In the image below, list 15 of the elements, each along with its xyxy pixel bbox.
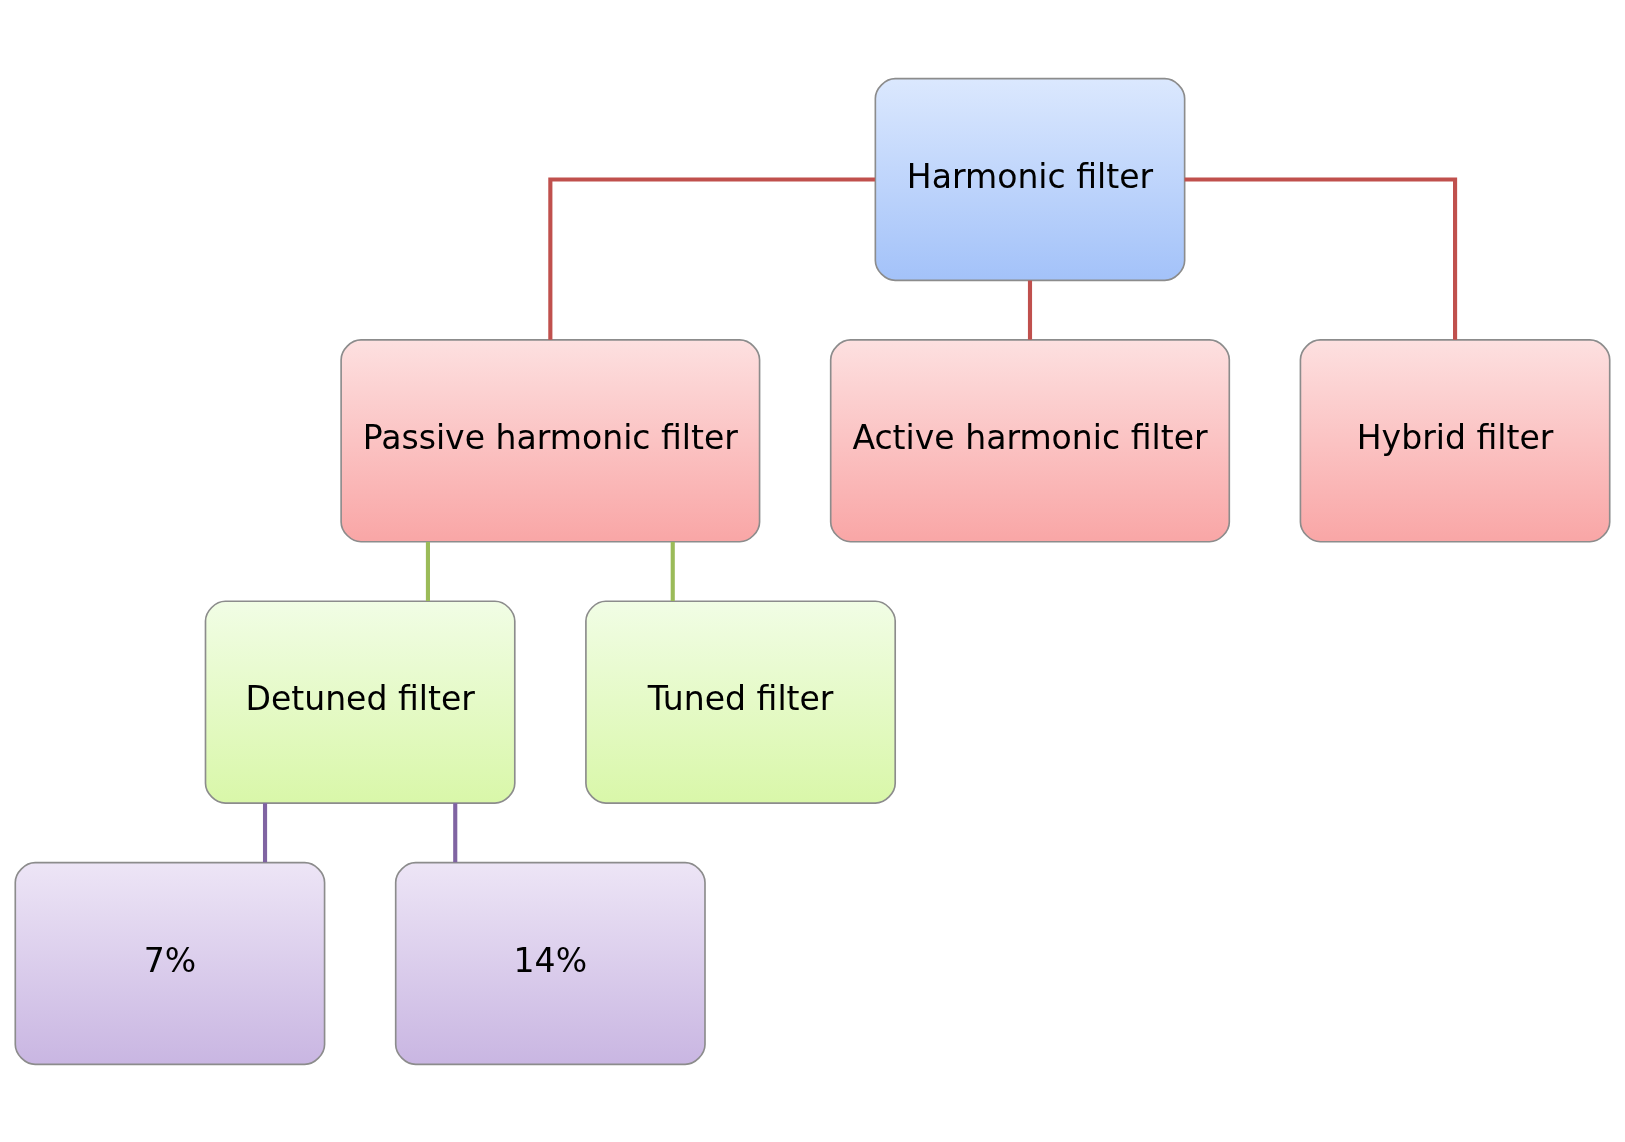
connector	[453, 802, 458, 862]
node-box: Active harmonic filter	[829, 338, 1231, 543]
node-box: Hybrid filter	[1299, 338, 1611, 543]
node-box: 7%	[14, 861, 326, 1065]
node-box: Passive harmonic filter	[340, 338, 761, 543]
connector	[1027, 280, 1033, 340]
connector	[1184, 176, 1458, 340]
node-box: 14%	[394, 861, 706, 1065]
node-box: Harmonic filter	[874, 77, 1186, 281]
node-box: Detuned filter	[204, 599, 516, 804]
connector	[262, 802, 268, 862]
connector	[425, 541, 430, 601]
connector	[548, 176, 875, 340]
connector	[670, 541, 675, 601]
node-box: Tuned filter	[585, 599, 897, 804]
